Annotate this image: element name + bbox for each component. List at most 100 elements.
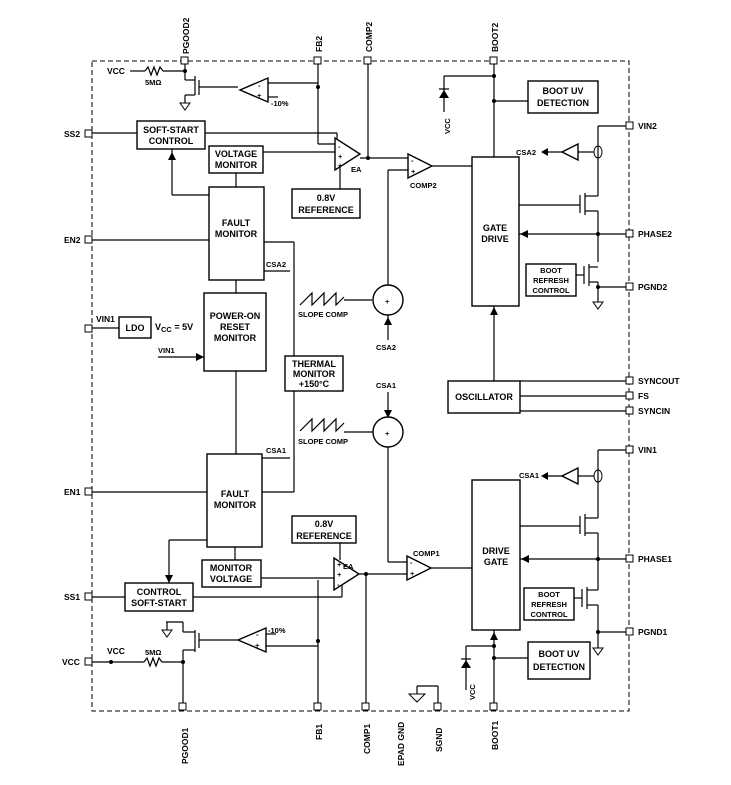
ground-icon: [592, 647, 604, 656]
svg-text:OSCILLATOR: OSCILLATOR: [455, 392, 513, 402]
svg-text:MONITOR: MONITOR: [215, 160, 258, 170]
svg-text:+150°C: +150°C: [299, 379, 330, 389]
svg-text:+: +: [257, 91, 262, 100]
svg-text:SOFT-START: SOFT-START: [131, 598, 187, 608]
comp1-amp-label: COMP1: [413, 549, 440, 558]
boot-refresh-control-top: BOOT REFRESH CONTROL: [525, 263, 577, 297]
svg-text:0.8V: 0.8V: [315, 519, 334, 529]
pin-en2: EN2: [64, 235, 93, 245]
pin-fb2: FB2: [313, 36, 324, 65]
svg-text:+: +: [410, 569, 415, 578]
soft-start-control-top: SOFT-START CONTROL: [136, 120, 206, 150]
svg-text:+: +: [385, 429, 390, 438]
svg-text:VCC: VCC: [62, 657, 80, 667]
svg-text:-: -: [338, 142, 341, 151]
svg-text:GATE: GATE: [483, 223, 507, 233]
svg-text:SS1: SS1: [64, 592, 80, 602]
ground-icon: [179, 102, 191, 111]
fault-monitor-bottom: FAULT MONITOR: [206, 453, 263, 548]
pin-ss2: SS2: [64, 129, 93, 139]
fault-monitor-top: FAULT MONITOR: [208, 186, 265, 281]
package-outline: [91, 60, 630, 712]
svg-text:THERMAL: THERMAL: [292, 359, 336, 369]
error-amplifier-bottom: [333, 556, 361, 592]
svg-text:FS: FS: [638, 391, 649, 401]
svg-text:PHASE2: PHASE2: [638, 229, 672, 239]
svg-text:DETECTION: DETECTION: [533, 662, 585, 672]
svg-text:+: +: [255, 641, 260, 650]
svg-text:GATE: GATE: [484, 557, 508, 567]
svg-text:EN1: EN1: [64, 487, 81, 497]
svg-text:0.8V: 0.8V: [317, 193, 336, 203]
svg-text:PHASE1: PHASE1: [638, 554, 672, 564]
slope-comp-top-label: SLOPE COMP: [298, 310, 348, 319]
comparator-comp2: [407, 152, 434, 180]
svg-text:REFERENCE: REFERENCE: [298, 205, 354, 215]
svg-text:PGND1: PGND1: [638, 627, 668, 637]
svg-text:BOOT: BOOT: [538, 590, 560, 599]
ground-icon: [407, 693, 427, 703]
svg-text:REFRESH: REFRESH: [533, 276, 569, 285]
vcc-bottom-label: VCC: [107, 646, 125, 656]
pin-ss1: SS1: [64, 592, 93, 602]
pin-boot1: BOOT1: [489, 702, 500, 750]
svg-text:RESET: RESET: [220, 322, 251, 332]
vcc-diode-bottom: VCC: [468, 684, 477, 700]
svg-text:DETECTION: DETECTION: [537, 98, 589, 108]
svg-text:VIN1: VIN1: [96, 314, 115, 324]
pin-pgnd2: PGND2: [625, 282, 668, 292]
csa1-fm-label: CSA1: [266, 446, 286, 455]
svg-text:-: -: [258, 81, 261, 90]
resistor-5m-bottom: [143, 656, 163, 668]
minus10-bottom: -10%: [268, 626, 286, 635]
svg-text:COMP2: COMP2: [364, 22, 374, 53]
pin-syncout: SYNCOUT: [625, 376, 680, 386]
pin-comp1: COMP1: [361, 702, 372, 754]
svg-text:POWER-ON: POWER-ON: [210, 311, 261, 321]
csa1-flag-label: CSA1: [519, 471, 539, 480]
svg-text:BOOT UV: BOOT UV: [542, 86, 583, 96]
slope-comp-top-waveform: [299, 291, 345, 307]
svg-text:SYNCOUT: SYNCOUT: [638, 376, 680, 386]
comp2-amp-label: COMP2: [410, 181, 437, 190]
resistor-5m-top: [144, 65, 164, 77]
diode-icon: [439, 90, 449, 98]
svg-text:FB1: FB1: [314, 724, 324, 740]
pin-phase1: PHASE1: [625, 554, 672, 564]
pin-en1: EN1: [64, 487, 93, 497]
pin-fb1: FB1: [313, 702, 324, 740]
error-amplifier-top: [334, 136, 362, 172]
gate-drive-top: GATE DRIVE: [471, 156, 520, 307]
control-soft-start-bottom: CONTROL SOFT-START: [124, 582, 194, 612]
svg-text:DRIVE: DRIVE: [482, 546, 510, 556]
comparator-comp1: [406, 554, 433, 582]
csa2-flag-label: CSA2: [516, 148, 536, 157]
drive-gate-bottom: DRIVE GATE: [471, 479, 521, 631]
csa2-sum-label: CSA2: [376, 343, 396, 352]
reference-top: 0.8V REFERENCE: [291, 188, 361, 219]
svg-text:-: -: [256, 630, 259, 639]
svg-text:REFRESH: REFRESH: [531, 600, 567, 609]
monitor-voltage-bottom: MONITOR VOLTAGE: [201, 559, 262, 588]
comparator-pgood1: [236, 626, 267, 654]
ea-bottom-label: EA: [343, 562, 354, 571]
csa2-fm-label: CSA2: [266, 260, 286, 269]
svg-text:SS2: SS2: [64, 129, 80, 139]
svg-text:+: +: [338, 152, 343, 161]
svg-text:FAULT: FAULT: [222, 218, 251, 228]
voltage-monitor-top: VOLTAGE MONITOR: [208, 145, 264, 174]
svg-text:SYNCIN: SYNCIN: [638, 406, 670, 416]
svg-text:BOOT1: BOOT1: [490, 720, 500, 750]
svg-text:SGND: SGND: [434, 727, 444, 752]
boot-refresh-control-bottom: BOOT REFRESH CONTROL: [523, 587, 575, 621]
boot-uv-detection-top: BOOT UV DETECTION: [527, 80, 599, 114]
svg-text:MONITOR: MONITOR: [214, 333, 257, 343]
vcc-ldo-label: VCC = 5V: [155, 322, 193, 334]
csa1-sum-label: CSA1: [376, 381, 396, 390]
vin1-left2-label: VIN1: [158, 346, 175, 355]
svg-text:SOFT-START: SOFT-START: [143, 125, 199, 135]
svg-text:PGOOD1: PGOOD1: [180, 727, 190, 764]
vcc-top-label: VCC: [107, 66, 125, 76]
svg-text:CONTROL: CONTROL: [137, 587, 182, 597]
